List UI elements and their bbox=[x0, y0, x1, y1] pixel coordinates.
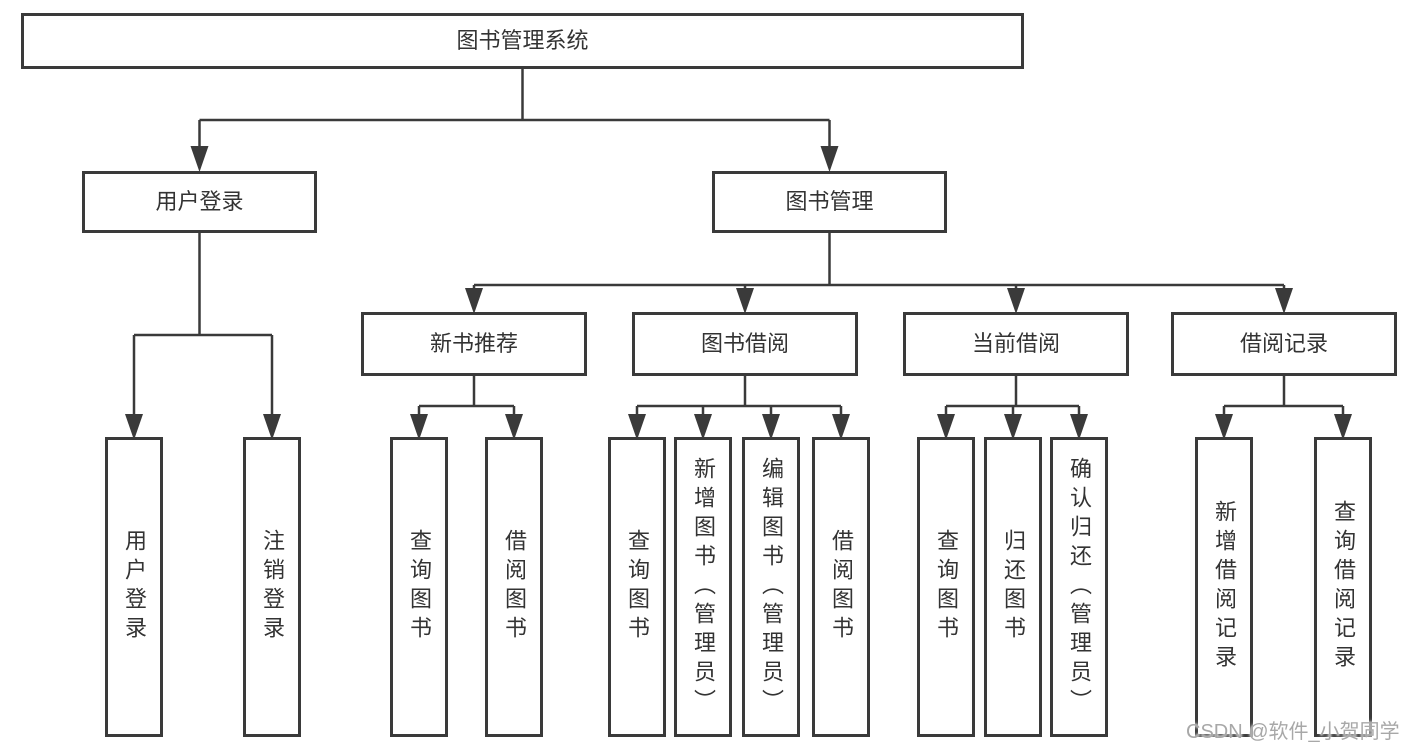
leaf-query-books: 查询图书 bbox=[608, 437, 666, 737]
leaf-query-books: 查询图书 bbox=[917, 437, 975, 737]
leaf-borrow-books: 借阅图书 bbox=[812, 437, 870, 737]
node-current-borrow: 当前借阅 bbox=[903, 312, 1129, 376]
node-book-borrow: 图书借阅 bbox=[632, 312, 858, 376]
csdn-watermark: CSDN @软件_小贺同学 bbox=[1186, 721, 1400, 743]
leaf-user-login: 用户登录 bbox=[105, 437, 163, 737]
leaf-query-books: 查询图书 bbox=[390, 437, 448, 737]
node-library-system: 图书管理系统 bbox=[21, 13, 1024, 69]
node-borrow-records: 借阅记录 bbox=[1171, 312, 1397, 376]
leaf-add-books-admin: 新增图书（管理员） bbox=[674, 437, 732, 737]
node-book-management: 图书管理 bbox=[712, 171, 947, 233]
leaf-confirm-return-admin: 确认归还（管理员） bbox=[1050, 437, 1108, 737]
leaf-logout: 注销登录 bbox=[243, 437, 301, 737]
node-user-login: 用户登录 bbox=[82, 171, 317, 233]
leaf-add-borrow-record: 新增借阅记录 bbox=[1195, 437, 1253, 737]
leaf-edit-books-admin: 编辑图书（管理员） bbox=[742, 437, 800, 737]
node-new-book-recommend: 新书推荐 bbox=[361, 312, 587, 376]
leaf-borrow-books: 借阅图书 bbox=[485, 437, 543, 737]
leaf-query-borrow-record: 查询借阅记录 bbox=[1314, 437, 1372, 737]
leaf-return-books: 归还图书 bbox=[984, 437, 1042, 737]
